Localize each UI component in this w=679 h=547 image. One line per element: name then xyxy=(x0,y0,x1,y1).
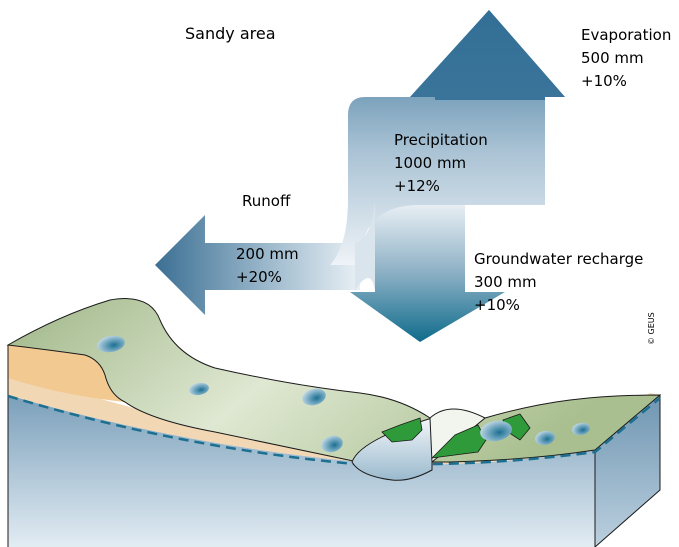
precipitation-amount: 1000 mm xyxy=(394,154,466,172)
precipitation-change: +12% xyxy=(394,177,440,195)
pond xyxy=(189,382,209,396)
runoff-name: Runoff xyxy=(242,192,291,210)
sand-bank xyxy=(8,345,125,402)
evaporation-name: Evaporation xyxy=(581,26,671,44)
precipitation-label: Precipitation 1000 mm +12% xyxy=(394,131,488,195)
recharge-arrow xyxy=(350,200,505,342)
pond xyxy=(321,435,343,453)
runoff-change: +20% xyxy=(236,268,282,286)
copyright-credit: © GEUS xyxy=(647,312,656,345)
water-table-line xyxy=(7,394,661,466)
arrow-junction xyxy=(355,200,375,292)
evaporation-change: +10% xyxy=(581,72,627,90)
runoff-arrow xyxy=(155,215,360,315)
pond xyxy=(535,430,555,446)
pond xyxy=(480,420,512,442)
evaporation-amount: 500 mm xyxy=(581,49,644,67)
pond xyxy=(302,388,326,406)
runoff-label: Runoff 200 mm +20% xyxy=(236,192,299,286)
sand-layer xyxy=(8,370,660,465)
recharge-name: Groundwater recharge xyxy=(474,250,643,268)
pond xyxy=(572,422,590,436)
evaporation-label: Evaporation 500 mm +10% xyxy=(581,26,671,90)
ground-side-face xyxy=(595,395,660,547)
diagram-title: Sandy area xyxy=(185,24,276,43)
recharge-label: Groundwater recharge 300 mm +10% xyxy=(474,250,643,314)
ground-outline xyxy=(7,345,661,547)
vegetation-patch xyxy=(381,417,423,443)
recharge-change: +10% xyxy=(474,296,520,314)
landscape-block xyxy=(6,298,662,547)
runoff-amount: 200 mm xyxy=(236,245,299,263)
precipitation-name: Precipitation xyxy=(394,131,488,149)
evaporation-arrow-head xyxy=(410,10,565,100)
water-flow-arrows xyxy=(155,10,565,342)
pond xyxy=(97,335,125,353)
recharge-amount: 300 mm xyxy=(474,273,537,291)
